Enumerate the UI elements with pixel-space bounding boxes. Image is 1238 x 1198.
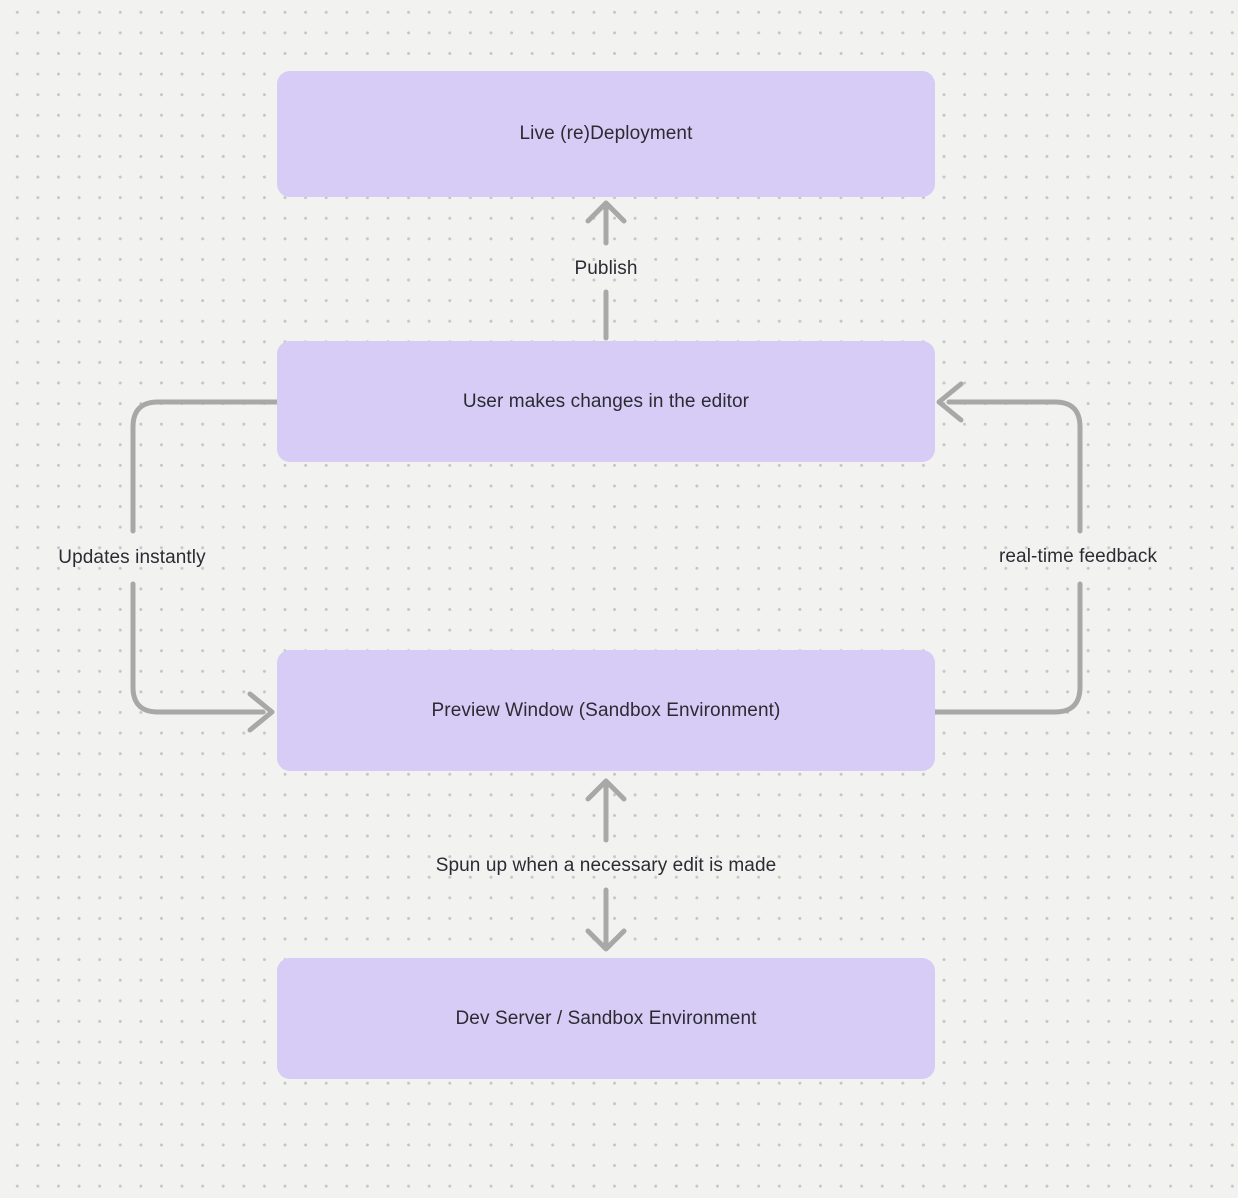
edge-updates-instantly[interactable] (130, 399, 280, 733)
node-live-deployment-label: Live (re)Deployment (519, 123, 693, 144)
edge-label-spun-up: Spun up when a necessary edit is made (435, 855, 777, 876)
edge-label-real-time-feedback: real-time feedback (998, 546, 1158, 567)
node-live-deployment[interactable]: Live (re)Deployment (277, 71, 935, 197)
edge-spun-up[interactable] (585, 778, 627, 952)
node-dev-server[interactable]: Dev Server / Sandbox Environment (277, 958, 935, 1079)
node-user-editor-label: User makes changes in the editor (462, 390, 750, 412)
edge-feedback-shaft-lower[interactable] (932, 581, 1083, 715)
edge-feedback-arrowhead-icon[interactable] (936, 381, 964, 423)
edge-spun-up-arrowhead-down-icon[interactable] (585, 928, 627, 952)
edge-updates-shaft-lower[interactable] (130, 581, 266, 715)
edge-label-updates-instantly: Updates instantly (58, 547, 206, 568)
node-preview-window-label: Preview Window (Sandbox Environment) (431, 699, 781, 721)
edge-publish-arrowhead-icon[interactable] (585, 200, 627, 224)
edge-publish[interactable] (585, 200, 627, 341)
edge-updates-arrowhead-icon[interactable] (247, 691, 275, 733)
node-dev-server-label: Dev Server / Sandbox Environment (455, 1007, 757, 1029)
node-user-editor[interactable]: User makes changes in the editor (277, 341, 935, 462)
edge-label-publish: Publish (574, 258, 638, 279)
edge-spun-up-arrowhead-up-icon[interactable] (585, 778, 627, 802)
node-preview-window[interactable]: Preview Window (Sandbox Environment) (277, 650, 935, 771)
edge-feedback-shaft-upper[interactable] (946, 399, 1083, 534)
edge-real-time-feedback[interactable] (932, 381, 1083, 715)
edge-updates-shaft-upper[interactable] (130, 399, 280, 534)
